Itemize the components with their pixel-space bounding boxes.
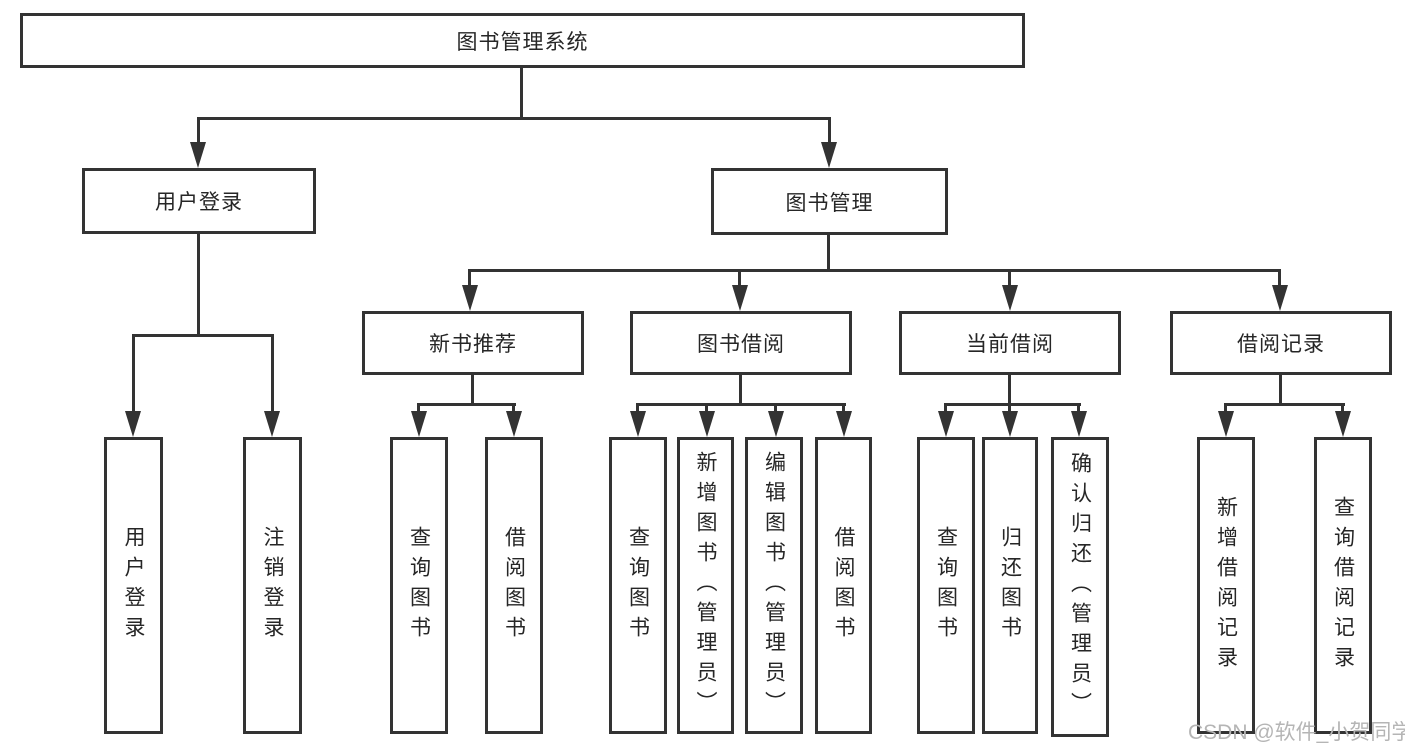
arrow-down-icon [768, 411, 784, 437]
connector-line [468, 269, 471, 287]
node-new-book-recommend: 新书推荐 [362, 311, 584, 375]
node-book-borrow: 图书借阅 [630, 311, 852, 375]
node-borrow-record: 借阅记录 [1170, 311, 1392, 375]
connector-line [827, 235, 830, 272]
leaf-record-add-borrow-record: 新增借阅记录 [1197, 437, 1255, 734]
node-root-label: 图书管理系统 [456, 30, 589, 54]
leaf-user-login-label: 用户登录 [122, 525, 145, 646]
node-book-management-label: 图书管理 [785, 191, 874, 215]
connector-line [468, 269, 1281, 272]
leaf-logout-label: 注销登录 [261, 525, 284, 646]
connector-line [1008, 269, 1011, 287]
arrow-down-icon [1002, 411, 1018, 437]
arrow-down-icon [1272, 285, 1288, 311]
leaf-borrow-edit-books-admin: 编辑图书（管理员） [745, 437, 803, 734]
connector-line [197, 117, 831, 120]
connector-line [842, 403, 845, 414]
leaf-borrow-edit-books-admin-label: 编辑图书（管理员） [762, 450, 786, 721]
connector-line [774, 403, 777, 414]
connector-line [944, 403, 947, 414]
node-book-borrow-label: 图书借阅 [697, 333, 785, 356]
connector-line [471, 375, 474, 406]
connector-line [738, 269, 741, 287]
leaf-newbook-borrow-books-label: 借阅图书 [502, 525, 526, 646]
connector-line [417, 403, 516, 406]
arrow-down-icon [1218, 411, 1234, 437]
connector-line [739, 375, 742, 406]
connector-line [271, 334, 274, 413]
arrow-down-icon [836, 411, 852, 437]
arrow-down-icon [732, 285, 748, 311]
node-book-management: 图书管理 [711, 168, 948, 235]
arrow-down-icon [190, 142, 206, 168]
arrow-down-icon [630, 411, 646, 437]
leaf-borrow-add-books-admin: 新增图书（管理员） [677, 437, 734, 734]
leaf-current-confirm-return-admin-label: 确认归还（管理员） [1068, 452, 1092, 722]
arrow-down-icon [264, 411, 280, 437]
leaf-borrow-query-books: 查询图书 [609, 437, 667, 734]
leaf-newbook-query-books-label: 查询图书 [407, 525, 431, 646]
connector-line [1008, 375, 1011, 406]
connector-line [520, 68, 523, 120]
node-user-login-label: 用户登录 [155, 191, 243, 214]
arrow-down-icon [699, 411, 715, 437]
node-root: 图书管理系统 [20, 13, 1025, 68]
connector-line [1341, 403, 1344, 414]
connector-line [197, 117, 200, 144]
leaf-current-query-books-label: 查询图书 [934, 525, 958, 646]
leaf-user-login: 用户登录 [104, 437, 163, 734]
connector-line [1278, 269, 1281, 287]
arrow-down-icon [1002, 285, 1018, 311]
arrow-down-icon [462, 285, 478, 311]
node-borrow-record-label: 借阅记录 [1237, 333, 1325, 356]
leaf-borrow-add-books-admin-label: 新增图书（管理员） [694, 450, 717, 721]
connector-line [132, 334, 274, 337]
connector-line [705, 403, 708, 414]
leaf-current-return-books-label: 归还图书 [998, 525, 1022, 646]
arrow-down-icon [1071, 411, 1087, 437]
node-current-borrow-label: 当前借阅 [966, 333, 1054, 356]
leaf-newbook-query-books: 查询图书 [390, 437, 448, 734]
csdn-watermark: CSDN @软件_小贺同学 [1188, 721, 1405, 744]
connector-line [1279, 375, 1282, 406]
arrow-down-icon [1335, 411, 1351, 437]
arrow-down-icon [821, 142, 837, 168]
node-current-borrow: 当前借阅 [899, 311, 1121, 375]
leaf-logout: 注销登录 [243, 437, 302, 734]
connector-line [1224, 403, 1227, 414]
connector-line [417, 403, 420, 414]
arrow-down-icon [506, 411, 522, 437]
leaf-borrow-borrow-books-label: 借阅图书 [832, 525, 855, 646]
connector-line [636, 403, 846, 406]
arrow-down-icon [938, 411, 954, 437]
leaf-record-add-borrow-record-label: 新增借阅记录 [1214, 495, 1238, 676]
leaf-borrow-query-books-label: 查询图书 [626, 525, 650, 646]
connector-line [1224, 403, 1345, 406]
connector-line [944, 403, 1081, 406]
connector-line [512, 403, 515, 414]
leaf-current-query-books: 查询图书 [917, 437, 975, 734]
arrow-down-icon [125, 411, 141, 437]
connector-line [1008, 403, 1011, 414]
leaf-record-query-borrow-record-label: 查询借阅记录 [1331, 495, 1355, 676]
leaf-newbook-borrow-books: 借阅图书 [485, 437, 543, 734]
arrow-down-icon [411, 411, 427, 437]
connector-line [1077, 403, 1080, 414]
connector-line [636, 403, 639, 414]
leaf-current-confirm-return-admin: 确认归还（管理员） [1051, 437, 1109, 737]
connector-line [132, 334, 135, 413]
node-user-login: 用户登录 [82, 168, 316, 234]
leaf-record-query-borrow-record: 查询借阅记录 [1314, 437, 1372, 734]
node-new-book-recommend-label: 新书推荐 [429, 333, 517, 356]
connector-line [197, 234, 200, 337]
connector-line [828, 117, 831, 144]
leaf-current-return-books: 归还图书 [982, 437, 1038, 734]
leaf-borrow-borrow-books: 借阅图书 [815, 437, 872, 734]
